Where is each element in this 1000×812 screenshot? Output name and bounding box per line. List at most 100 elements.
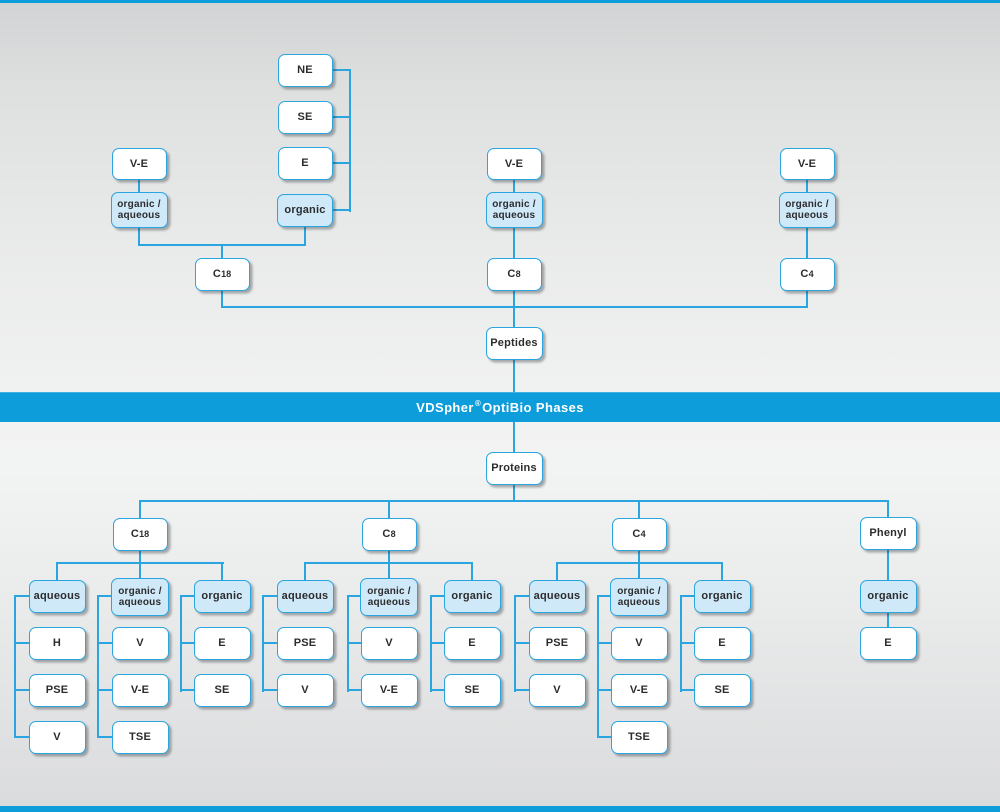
connector-line (597, 689, 613, 691)
proteins-phenyl-organic: organic (859, 580, 917, 613)
proteins-c4-aqueous-v-label: V (553, 684, 561, 697)
connector-line (556, 564, 558, 580)
connector-line (806, 228, 808, 258)
proteins-phenyl-label: Phenyl (869, 527, 907, 540)
peptides-c4-ve: V-E (779, 148, 835, 180)
connector-line (347, 642, 363, 644)
connector-line (388, 502, 390, 518)
peptides-organic: organic (277, 194, 333, 227)
proteins-c18-organic-aqueous-tse: TSE (111, 721, 169, 754)
proteins-c18-organic-aqueous: organic /aqueous (111, 578, 169, 616)
proteins-c4-organic-aqueous-ve-label: V-E (629, 684, 649, 697)
connector-line (513, 228, 515, 258)
connector-line (514, 689, 530, 691)
connector-line (14, 642, 30, 644)
connector-line (304, 564, 306, 580)
proteins-c8-aqueous-v-label: V (301, 684, 309, 697)
peptides-c4-organic-aqueous: organic /aqueous (778, 192, 836, 228)
proteins-c18-label: C18 (130, 528, 150, 541)
proteins-c8-organic-se: SE (443, 674, 501, 707)
proteins-c8-aqueous-pse: PSE (276, 627, 334, 660)
connector-line (56, 564, 58, 580)
connector-line (180, 595, 195, 597)
connector-line (597, 642, 613, 644)
peptides-c18-label: C18 (212, 268, 232, 281)
connector-line (514, 595, 530, 597)
proteins-c4-label: C4 (632, 528, 646, 541)
peptides-label: Peptides (490, 337, 538, 350)
connector-line (138, 180, 140, 193)
peptides-c8-ve: V-E (486, 148, 542, 180)
connector-line (388, 564, 390, 578)
proteins-c18-aqueous-v: V (28, 721, 86, 754)
connector-line (638, 551, 640, 563)
connector-line (513, 485, 515, 501)
proteins-c4-organic-aqueous: organic /aqueous (610, 578, 668, 616)
proteins-c4-aqueous-pse-label: PSE (545, 637, 569, 650)
proteins-phenyl-organic-e-label: E (884, 637, 892, 650)
connector-line (597, 595, 599, 738)
connector-line (806, 291, 808, 307)
connector-line (221, 291, 223, 307)
proteins-c4-organic-se-label: SE (714, 684, 730, 697)
banner-title-suffix: OptiBio Phases (482, 400, 584, 415)
peptides-ne: NE (277, 54, 333, 87)
connector-line (262, 642, 278, 644)
proteins-c18-organic-aqueous-ve: V-E (111, 674, 169, 707)
proteins-c8-organic-e-label: E (468, 637, 476, 650)
proteins-c18-organic-aqueous-v-label: V (136, 637, 144, 650)
proteins-c8-organic-aqueous-v: V (360, 627, 418, 660)
peptides-c8-label: C8 (507, 268, 521, 281)
proteins-label: Proteins (491, 462, 537, 475)
proteins-c4-organic-e-label: E (718, 637, 726, 650)
connector-line (680, 595, 696, 597)
connector-line (262, 595, 278, 597)
connector-line (513, 422, 515, 452)
proteins-c8-aqueous: aqueous (276, 580, 334, 613)
peptides-c4-label: C4 (800, 268, 814, 281)
connector-line (638, 564, 640, 578)
peptides-c4-ve-label: V-E (797, 157, 817, 170)
connector-line (138, 228, 140, 246)
connector-line (638, 502, 640, 518)
proteins-c8-aqueous-v: V (276, 674, 334, 707)
connector-line (304, 227, 306, 245)
connector-line (430, 595, 446, 597)
connector-line (97, 689, 113, 691)
proteins-c8-aqueous-label: aqueous (281, 590, 329, 603)
connector-line (556, 562, 723, 564)
proteins-phenyl: Phenyl (859, 517, 917, 550)
proteins-c18-aqueous-pse: PSE (28, 674, 86, 707)
proteins-c8-organic-aqueous-v-label: V (385, 637, 393, 650)
connector-line (513, 180, 515, 193)
proteins-c18-organic-aqueous-v: V (111, 627, 169, 660)
connector-line (332, 209, 351, 211)
proteins-c18-aqueous-v-label: V (53, 731, 61, 744)
banner-title-prefix: VDSpher (416, 400, 474, 415)
connector-line (680, 689, 696, 691)
peptides-se: SE (277, 101, 333, 134)
proteins-c18-organic: organic (193, 580, 251, 613)
proteins-c4: C4 (611, 518, 667, 551)
proteins-c18-organic-aqueous-tse-label: TSE (129, 731, 151, 744)
proteins-c4-organic-aqueous-label: organic /aqueous (617, 585, 661, 608)
connector-line (388, 551, 390, 563)
proteins-phenyl-organic-e: E (859, 627, 917, 660)
peptides-e: E (277, 147, 333, 180)
proteins-c18-organic-e: E (193, 627, 251, 660)
connector-line (138, 244, 306, 246)
connector-line (97, 595, 99, 738)
registered-trademark-symbol: ® (474, 399, 482, 408)
proteins-c18-organic-aqueous-label: organic /aqueous (118, 585, 162, 608)
proteins-c4-aqueous: aqueous (528, 580, 586, 613)
connector-line (349, 70, 351, 212)
connector-line (332, 69, 351, 71)
connector-line (430, 689, 446, 691)
proteins-c4-aqueous-label: aqueous (533, 590, 581, 603)
peptides: Peptides (485, 327, 543, 360)
proteins-c18-organic-aqueous-ve-label: V-E (130, 684, 150, 697)
proteins-c18-aqueous-label: aqueous (33, 590, 81, 603)
proteins-c8-organic-aqueous-ve-label: V-E (379, 684, 399, 697)
connector-line (721, 564, 723, 580)
connector-line (14, 595, 30, 597)
